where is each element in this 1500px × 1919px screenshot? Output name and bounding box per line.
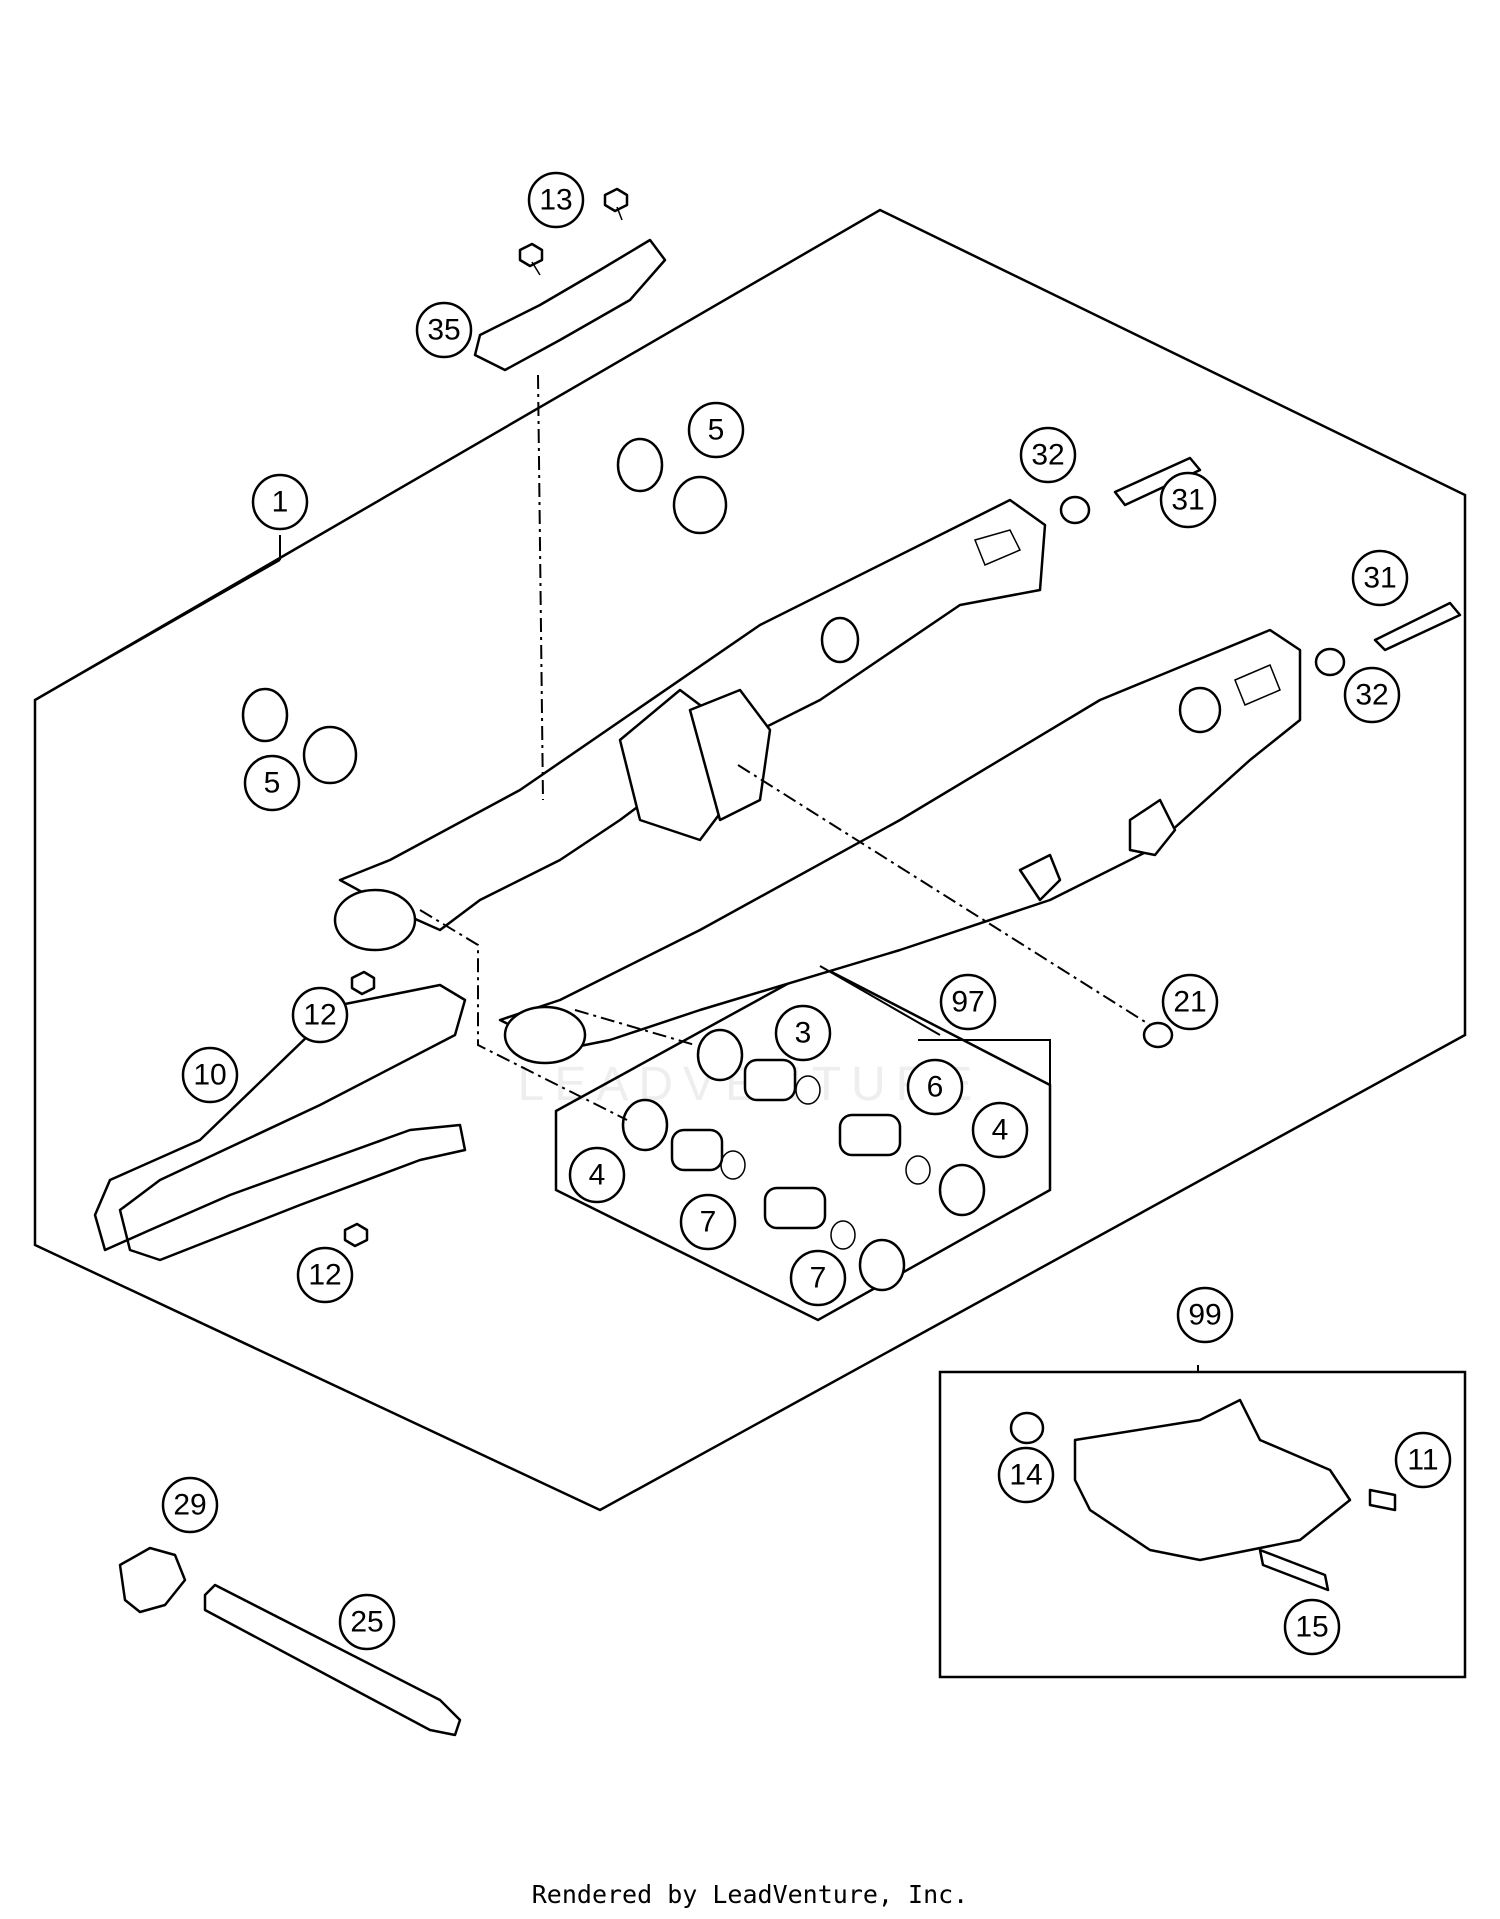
main-assembly-outline xyxy=(33,208,1467,1512)
callout-6: 6 xyxy=(906,1058,964,1116)
callout-32-top: 32 xyxy=(1019,426,1077,484)
callout-3: 3 xyxy=(774,1004,832,1062)
nut-21 xyxy=(1142,1021,1174,1049)
svg-text:25: 25 xyxy=(350,1606,383,1639)
svg-text:99: 99 xyxy=(1188,1299,1221,1332)
callout-31-top: 31 xyxy=(1159,471,1217,529)
callout-97: 97 xyxy=(939,973,997,1031)
svg-text:12: 12 xyxy=(308,1259,341,1292)
callout-25: 25 xyxy=(338,1593,396,1651)
callout-35: 35 xyxy=(415,301,473,359)
callout-32-right: 32 xyxy=(1343,666,1401,724)
chain-guide-parts xyxy=(1009,1398,1397,1592)
nut-14 xyxy=(1009,1411,1045,1445)
callout-15: 15 xyxy=(1283,1598,1341,1656)
svg-text:10: 10 xyxy=(193,1059,226,1092)
callout-5-left: 5 xyxy=(243,754,301,812)
svg-text:7: 7 xyxy=(700,1206,717,1239)
bearing-parts xyxy=(621,1028,986,1292)
svg-text:13: 13 xyxy=(539,184,572,217)
nuts-32 xyxy=(1059,495,1346,677)
callouts: 13 35 5 32 31 1 31 32 5 21 12 97 3 10 6 xyxy=(161,171,1452,1656)
svg-text:11: 11 xyxy=(1407,1444,1438,1477)
svg-text:21: 21 xyxy=(1173,986,1206,1019)
bolts-31 xyxy=(1113,456,1462,652)
callout-10: 10 xyxy=(181,1046,239,1104)
svg-text:97: 97 xyxy=(951,986,984,1019)
svg-text:15: 15 xyxy=(1295,1611,1328,1644)
leader-lines xyxy=(34,535,1199,1372)
svg-text:4: 4 xyxy=(992,1114,1009,1147)
svg-text:5: 5 xyxy=(264,767,281,800)
adjuster-29 xyxy=(118,1546,187,1614)
callout-5-top: 5 xyxy=(687,401,745,459)
svg-text:29: 29 xyxy=(173,1489,206,1522)
svg-text:32: 32 xyxy=(1031,439,1064,472)
callout-4-left: 4 xyxy=(568,1146,626,1204)
svg-text:7: 7 xyxy=(810,1262,827,1295)
assembly-lines xyxy=(419,374,1151,1121)
callout-7-left: 7 xyxy=(679,1193,737,1251)
svg-text:31: 31 xyxy=(1171,484,1204,517)
callout-99: 99 xyxy=(1176,1286,1234,1344)
callout-7-right: 7 xyxy=(789,1249,847,1307)
callout-12-bottom: 12 xyxy=(296,1246,354,1304)
callout-21: 21 xyxy=(1161,973,1219,1031)
screws-13 xyxy=(518,187,629,276)
svg-text:12: 12 xyxy=(303,999,336,1032)
svg-text:1: 1 xyxy=(272,486,289,519)
callout-11: 11 xyxy=(1394,1431,1452,1489)
callout-12-top: 12 xyxy=(291,986,349,1044)
axle-25 xyxy=(203,1583,462,1737)
callout-4-right: 4 xyxy=(971,1101,1029,1159)
svg-text:3: 3 xyxy=(795,1017,812,1050)
svg-text:5: 5 xyxy=(708,414,725,447)
svg-text:32: 32 xyxy=(1355,679,1388,712)
screws-12 xyxy=(343,970,376,1248)
callout-13: 13 xyxy=(527,171,585,229)
callout-1: 1 xyxy=(251,473,309,531)
svg-text:14: 14 xyxy=(1009,1459,1042,1492)
svg-text:6: 6 xyxy=(927,1071,944,1104)
callout-31-right: 31 xyxy=(1351,549,1409,607)
svg-text:35: 35 xyxy=(427,314,460,347)
chain-guide-kit-outline xyxy=(938,1370,1467,1679)
protector-35 xyxy=(473,238,667,372)
callout-14: 14 xyxy=(997,1446,1055,1504)
bolt-15 xyxy=(1258,1548,1330,1592)
caps-5 xyxy=(241,437,728,785)
svg-text:31: 31 xyxy=(1363,562,1396,595)
bolt-11 xyxy=(1368,1488,1397,1512)
footer-credit: Rendered by LeadVenture, Inc. xyxy=(531,1880,969,1909)
chain-slider-10 xyxy=(93,983,467,1262)
callout-29: 29 xyxy=(161,1476,219,1534)
svg-text:4: 4 xyxy=(589,1159,606,1192)
swingarm xyxy=(333,498,1302,1065)
